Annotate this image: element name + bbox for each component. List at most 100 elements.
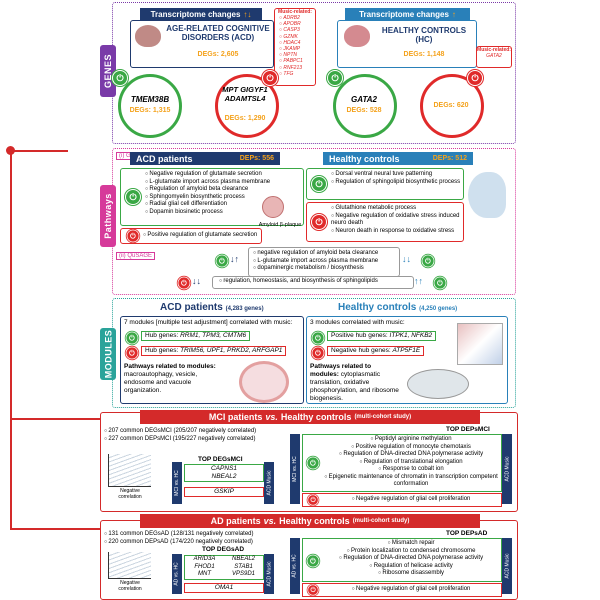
power-up-icon: ⏻ bbox=[311, 176, 327, 192]
acd-up-degs: DEGs: 1,315 bbox=[118, 107, 182, 114]
acd-degs: DEGs: 2,605 bbox=[165, 51, 271, 58]
connector-line bbox=[10, 528, 100, 530]
list-item: Regulation of helicase activity bbox=[323, 563, 499, 571]
list-item: Ribosome disassembly bbox=[323, 570, 499, 578]
hc-down-degs: DEGs: 620 bbox=[420, 102, 482, 109]
acd-down-pathways: ⏻ Positive regulation of glutamate secre… bbox=[120, 228, 262, 244]
connector-line bbox=[10, 150, 12, 530]
music-related-hc: Music-related: GATA2 bbox=[476, 46, 512, 68]
list-item: Regulation of DNA-directed DNA polymeras… bbox=[323, 555, 499, 563]
list-item: L-glutamate import across plasma membran… bbox=[145, 179, 275, 187]
acd-transcriptome-header: Transcriptome changes↑↓ bbox=[140, 8, 262, 20]
arrows-icon: ↓↓ bbox=[402, 254, 411, 264]
ad-up-genes: ARID3ANBEAL2 FHOD1STAB1 MNTVPS9D1 bbox=[184, 555, 264, 580]
list-item: Protein localization to condensed chromo… bbox=[323, 548, 499, 556]
mci-top-deps: TOP DEPsMCI bbox=[446, 426, 490, 433]
mci-down-pathway-list: Negative regulation of glial cell prolif… bbox=[323, 496, 499, 504]
hc-up-gene: GATA2 bbox=[333, 95, 395, 104]
acd-modules-title: ACD patients (4,283 genes) bbox=[160, 302, 264, 313]
mci-up-pathway-list: Peptidyl arginine methylationPositive re… bbox=[323, 436, 499, 489]
arrows-icon: ↓↑ bbox=[230, 254, 239, 264]
power-down-icon: ⏻ bbox=[307, 584, 318, 595]
vesicle-icon bbox=[239, 361, 289, 403]
hc-up-circle bbox=[333, 74, 397, 138]
acd-down-genes: MPT GIGYF1 ADAMTSL4 bbox=[220, 85, 270, 103]
qusage-bottom-item: regulation, homeostasis, and biosynthesi… bbox=[219, 278, 378, 286]
hc-down-pathways: ⏻ Glutathione metabolic processNegative … bbox=[306, 202, 464, 242]
hc-down-pathway-list: Glutathione metabolic processNegative re… bbox=[331, 205, 461, 235]
list-item: negative regulation of amyloid beta clea… bbox=[253, 250, 378, 258]
list-item: Negative regulation of oxidative stress … bbox=[331, 213, 461, 228]
music-related-acd: Music-related: ○ ADRB2○ APOBR○ CASP3○ GZ… bbox=[274, 8, 316, 86]
qusage-bottom-box: regulation, homeostasis, and biosynthesi… bbox=[212, 276, 414, 289]
arrows-icon: ↑↑ bbox=[414, 276, 423, 286]
hc-up-hub: Positive hub genes: ITPK1, NFKB2 bbox=[327, 331, 436, 341]
acd-modules-intro: 7 modules [multiple test adjustment] cor… bbox=[124, 319, 300, 327]
hc-modules-card: 3 modules correlated with music: ⏻ Posit… bbox=[306, 316, 508, 404]
ad-down-paths: ⏻ Negative regulation of glial cell prol… bbox=[302, 583, 502, 597]
list-item: Dorsal ventral neural tuve patterning bbox=[331, 171, 461, 179]
ad-neg-label: Negative correlation bbox=[108, 580, 152, 592]
hc-modules-intro: 3 modules correlated with music: bbox=[310, 319, 450, 327]
mci-down-genes: GSKIP bbox=[184, 487, 264, 497]
list-item: dopaminergic metabolism / biosynthesis bbox=[253, 265, 378, 273]
hc-title: HEALTHY CONTROLS (HC) bbox=[378, 26, 470, 44]
list-item: Negative regulation of glutamate secreti… bbox=[145, 171, 275, 179]
heatmap-icon bbox=[457, 323, 503, 365]
mci-top-degs: TOP DEGsMCI bbox=[198, 456, 243, 463]
power-up-icon: ⏻ bbox=[112, 70, 128, 86]
qusage-pathway-list: negative regulation of amyloid beta clea… bbox=[253, 250, 378, 273]
ad-summary: 131 common DEGsAD (128/131 negatively co… bbox=[104, 531, 314, 546]
list-item: Glutathione metabolic process bbox=[331, 205, 461, 213]
mci-up-paths: ⏻ Peptidyl arginine methylationPositive … bbox=[302, 434, 502, 492]
power-down-icon: ⏻ bbox=[307, 494, 318, 505]
genes-tab: GENES bbox=[100, 45, 116, 97]
ad-side-right2: ACD Music bbox=[502, 538, 512, 594]
list-item: Dopamin biosinetic process bbox=[145, 209, 275, 217]
power-down-icon: ⏻ bbox=[262, 70, 278, 86]
ad-side-left2: AD vs. HC bbox=[290, 538, 300, 594]
list-item: Positive regulation of monocyte chemotax… bbox=[323, 444, 499, 452]
music-gene: ○ TFG bbox=[279, 71, 315, 77]
music-gene-list: ○ ADRB2○ APOBR○ CASP3○ GZMK○ HDAC4○ JKAM… bbox=[275, 15, 315, 77]
power-down-icon: ⏻ bbox=[178, 277, 191, 290]
list-item: Neuron death in response to oxidative st… bbox=[331, 228, 461, 236]
list-item: Regulation of amyloid beta clearance bbox=[145, 186, 275, 194]
power-down-icon: ⏻ bbox=[467, 70, 483, 86]
list-item: Regulation of sphingolipid biosynthetic … bbox=[331, 179, 461, 187]
ad-top-deps: TOP DEPsAD bbox=[446, 530, 487, 537]
mci-side-right: ACD Music bbox=[264, 462, 274, 504]
list-item: Sphingomyelin biosynthetic process bbox=[145, 194, 275, 202]
brain-icon bbox=[344, 25, 370, 47]
hc-modules-title: Healthy controls (4,250 genes) bbox=[338, 302, 457, 313]
acd-up-circle bbox=[118, 74, 182, 138]
power-up-icon: ⏻ bbox=[312, 332, 325, 345]
list-item: Peptidyl arginine methylation bbox=[323, 436, 499, 444]
scatter-plot-icon bbox=[108, 552, 151, 579]
acd-up-gene: TMEM38B bbox=[118, 95, 182, 104]
brain-icon bbox=[135, 25, 161, 47]
acd-down-degs: DEGs: 1,290 bbox=[210, 115, 280, 122]
modules-tab: MODULES bbox=[100, 328, 116, 380]
power-up-icon: ⏻ bbox=[216, 255, 229, 268]
qusage-label: (ii) QuSAGE bbox=[116, 252, 155, 260]
acd-card: AGE-RELATED COGNITIVE DISORDERS (ACD) DE… bbox=[130, 20, 274, 68]
acd-down-pathway-list: Positive regulation of glutamate secreti… bbox=[143, 232, 257, 240]
hc-down-hub: Negative hub genes: ATP5F1E bbox=[327, 346, 424, 356]
acd-down-hub: Hub genes: TRIM56, UPF1, PRKD2, ARFGAP1 bbox=[141, 346, 286, 356]
power-up-icon: ⏻ bbox=[307, 555, 320, 568]
mitochondria-icon bbox=[407, 369, 469, 399]
power-up-icon: ⏻ bbox=[125, 189, 141, 205]
ad-side-left: AD vs. HC bbox=[172, 554, 182, 594]
list-item: Epigenetic maintenance of chromatin in t… bbox=[323, 474, 499, 489]
power-down-icon: ⏻ bbox=[312, 347, 325, 360]
acd-modules-card: 7 modules [multiple test adjustment] cor… bbox=[120, 316, 304, 404]
mci-neg-label: Negative correlation bbox=[108, 488, 152, 500]
list-item: Mismatch repair bbox=[323, 540, 499, 548]
music-gene: GATA2 bbox=[477, 53, 511, 59]
list-item: Response to cobalt ion bbox=[323, 466, 499, 474]
power-down-icon: ⏻ bbox=[311, 214, 327, 230]
list-item: L-glutamate import across plasma membran… bbox=[253, 258, 378, 266]
amyloid-plaque-icon bbox=[262, 196, 284, 218]
